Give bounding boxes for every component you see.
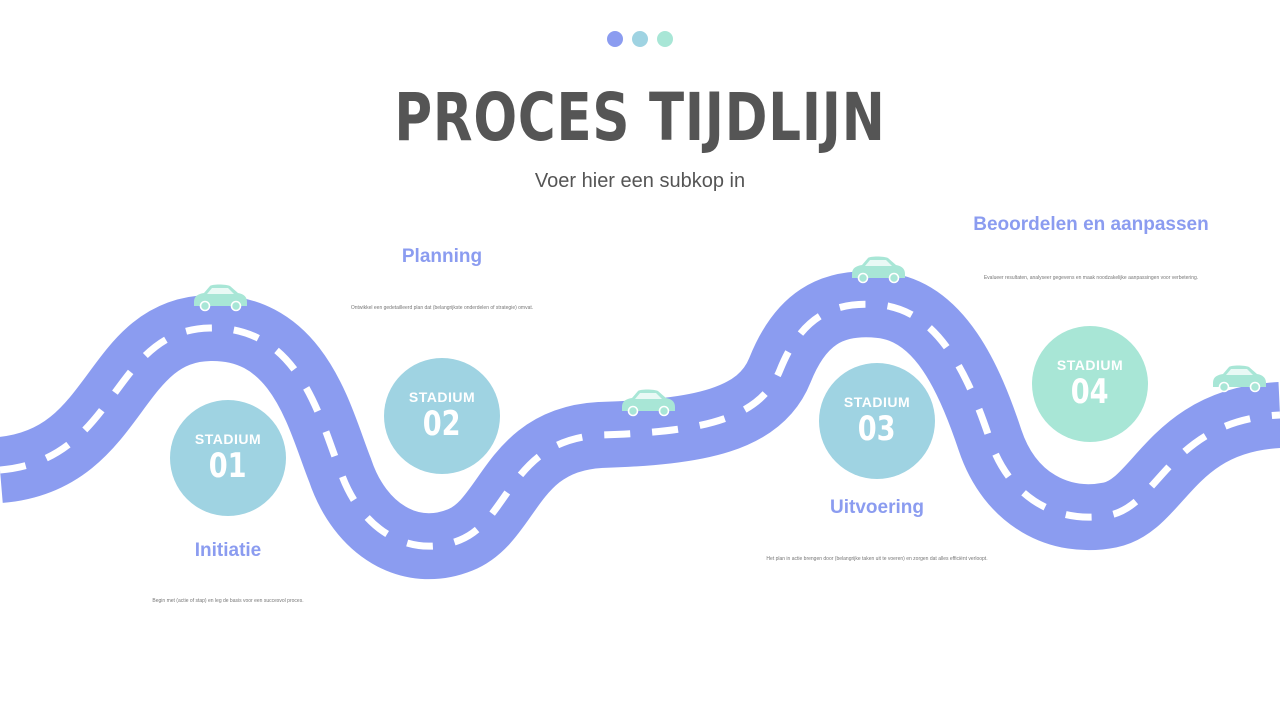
stage-04-heading: Beoordelen en aanpassen	[973, 214, 1209, 235]
car-icon	[194, 284, 247, 312]
stage-04-circle: STADIUM 04	[1032, 326, 1148, 442]
stage-04-label: STADIUM	[1056, 357, 1124, 373]
stage-03-number: 03	[858, 409, 896, 449]
stage-01-number: 01	[209, 446, 247, 486]
stage-01-description: Begin met (actie of stap) en leg de basi…	[152, 598, 304, 604]
header-dots	[607, 31, 673, 47]
car-icon	[852, 256, 905, 284]
stage-02-description: Ontwikkel een gedetailleerd plan dat (be…	[350, 305, 534, 311]
stage-02-number: 02	[423, 404, 461, 444]
stage-02-label: STADIUM	[408, 389, 476, 405]
dot-2	[632, 31, 648, 47]
stage-02-heading: Planning	[401, 246, 483, 267]
stage-03-label: STADIUM	[843, 394, 911, 410]
stage-01-label: STADIUM	[194, 431, 262, 447]
stage-03-description: Het plan in actie brengen door (belangri…	[766, 556, 988, 562]
stage-03-circle: STADIUM 03	[819, 363, 935, 479]
car-icon	[1213, 365, 1266, 393]
road-center-dashes	[0, 300, 1280, 550]
stage-02-circle: STADIUM 02	[384, 358, 500, 474]
page-subtitle: Voer hier een subkop in	[534, 170, 746, 192]
stage-04-description: Evalueer resultaten, analyseer gegevens …	[983, 275, 1199, 281]
car-icon	[622, 389, 675, 417]
stage-01-heading: Initiatie	[194, 540, 262, 561]
stage-04-number: 04	[1071, 372, 1109, 412]
stage-01-circle: STADIUM 01	[170, 400, 286, 516]
page-title: PROCES TIJDLIJN	[394, 79, 886, 156]
dot-1	[607, 31, 623, 47]
stage-03-heading: Uitvoering	[830, 497, 924, 518]
dot-3	[657, 31, 673, 47]
